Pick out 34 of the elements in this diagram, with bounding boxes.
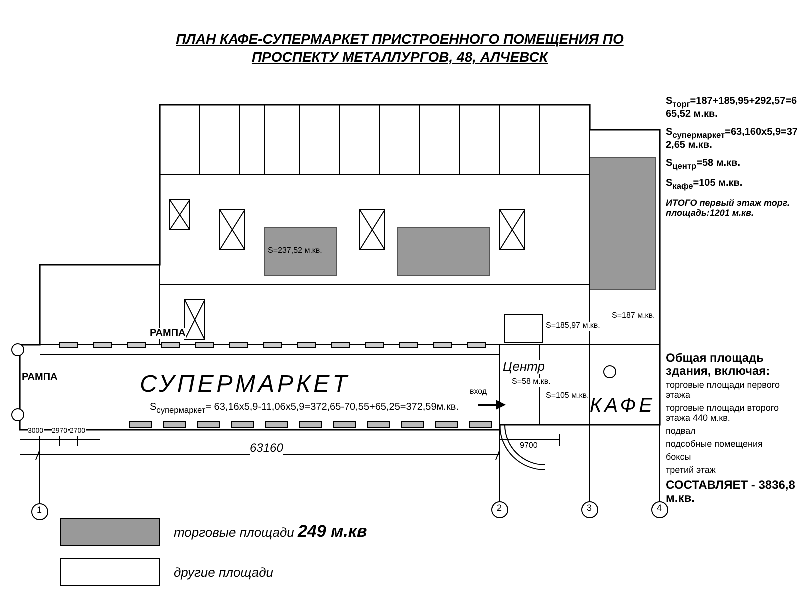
- note-text: торговые площади первого этажа: [666, 381, 781, 402]
- note-text: боксы: [666, 452, 692, 463]
- dimension-label: 63160: [250, 442, 284, 456]
- plan-title: ПЛАН КАФЕ-СУПЕРМАРКЕТ ПРИСТРОЕННОГО ПОМЕЩЕНИЯ ПО ПРОСПЕКТУ МЕТАЛЛУРГОВ, 48, АЛЧЕВСК: [175, 30, 625, 66]
- room-area-label: S=185,97 м.кв.: [546, 322, 600, 331]
- axis-number: 4: [657, 504, 662, 514]
- total-area-text: ИТОГО первый этаж торг. площадь:1201 м.кв.: [666, 198, 792, 218]
- room-label: РАМПА: [150, 328, 186, 339]
- axis-number: 1: [37, 506, 42, 516]
- note-heading: Общая площадь здания, включая:: [666, 352, 772, 378]
- dimension-label: 9700: [520, 442, 538, 451]
- room-label: РАМПА: [22, 372, 58, 383]
- legend-text: торговые площади 249 м.кв: [174, 522, 368, 542]
- legend-text: другие площади: [174, 564, 274, 580]
- room-area-label: S=105 м.кв.: [546, 392, 590, 401]
- note-text: торговые площади второго этажа 440 м.кв.: [666, 404, 780, 424]
- room-label: Центр: [503, 360, 546, 374]
- note-text: подвал: [666, 426, 697, 437]
- room-label: КАФЕ: [590, 395, 656, 417]
- room-area-label: S=58 м.кв.: [512, 378, 551, 387]
- axis-number: 2: [497, 504, 502, 514]
- note-text: третий этаж: [666, 466, 717, 476]
- room-area-label: S=187 м.кв.: [612, 312, 656, 321]
- area-formula: S$_{кафе}$=105 м.кв.: [666, 178, 744, 192]
- area-formula: S$_{торг}$=187+185,95+292,57=665,52 м.кв.: [666, 96, 798, 120]
- total-area-text: СОСТАВЛЯЕТ - 3836,8 м.кв.: [666, 478, 796, 505]
- area-formula: S$_{супермаркет}$=63,160х5,9=372,65 м.кв.: [666, 127, 798, 152]
- room-area-label: S=237,52 м.кв.: [268, 247, 322, 256]
- area-formula: S$_{центр}$=58 м.кв.: [666, 158, 742, 172]
- room-label: СУПЕРМАРКЕТ: [140, 372, 350, 398]
- area-formula: S$_{супермаркет}$= 63,16х5,9-11,06х5,9=372,65-70,55+65,25=372,59м.кв.: [150, 402, 459, 416]
- entrance-label: вход: [470, 388, 488, 397]
- axis-number: 3: [587, 504, 592, 514]
- note-text: подсобные помещения: [666, 440, 764, 450]
